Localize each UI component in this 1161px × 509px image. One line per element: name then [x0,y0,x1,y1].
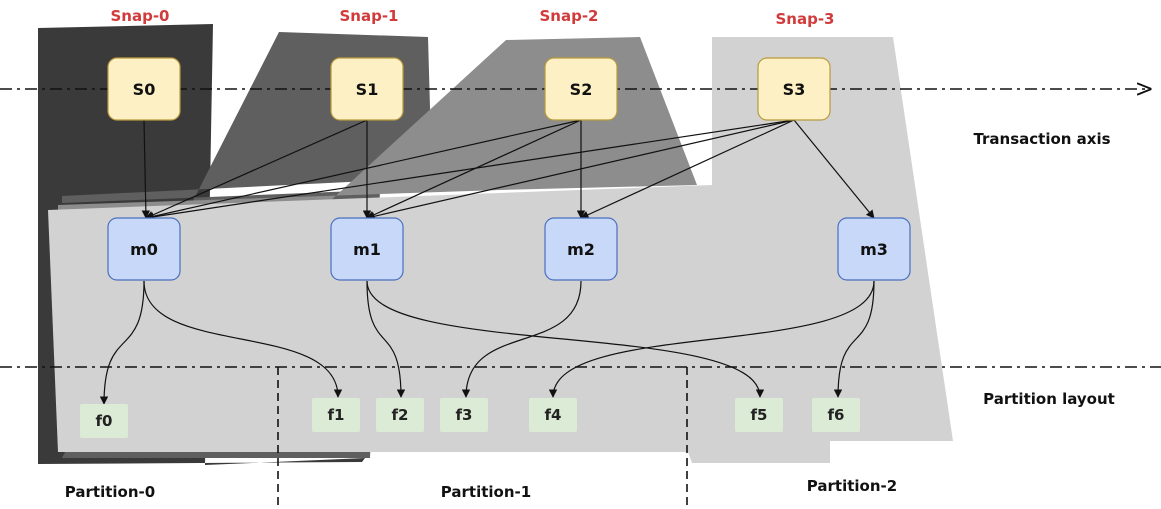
manifest-node-m2[interactable]: m2 [544,217,618,281]
edge-m3-f4 [548,280,875,398]
snapshot-node-label: S2 [570,80,593,99]
snapshot-manifest-edges [141,119,875,222]
edge-S0-m0 [141,119,151,219]
snapshot-node-label: S1 [356,80,379,99]
snapshot-node-label: S3 [783,80,806,99]
file-node-f4[interactable]: f4 [529,398,577,432]
snapshot-node-s1[interactable]: S1 [330,57,404,121]
manifest-node-m3[interactable]: m3 [837,217,911,281]
edge-S3-m1 [366,119,795,221]
manifest-node-label: m2 [567,240,595,259]
file-node-f3[interactable]: f3 [440,398,488,432]
edge-m2-f3 [461,280,582,398]
snap-title-2: Snap-2 [539,7,598,25]
transaction-axis-label: Transaction axis [973,130,1110,148]
edge-m3-f6 [833,280,875,398]
file-node-label: f6 [828,406,845,424]
file-node-f2[interactable]: f2 [376,398,424,432]
snap-title-3: Snap-3 [775,10,834,28]
edge-S1-m0 [145,119,368,219]
manifest-node-label: m3 [860,240,888,259]
manifest-node-label: m0 [130,240,158,259]
snap-title-1: Snap-1 [339,7,398,25]
file-node-f1[interactable]: f1 [312,398,360,432]
snap-title-0: Snap-0 [110,7,169,25]
partition-label-2: Partition-2 [807,477,897,495]
edge-S3-m2 [580,119,795,219]
file-node-label: f3 [456,406,473,424]
partition-label-0: Partition-0 [65,483,155,501]
snap-3-region [48,37,953,463]
file-node-label: f2 [392,406,409,424]
file-node-label: f5 [751,406,768,424]
snapshot-node-label: S0 [133,80,156,99]
file-node-f5[interactable]: f5 [735,398,783,432]
manifest-node-m1[interactable]: m1 [330,217,404,281]
partition-layout-label: Partition layout [983,390,1115,408]
file-node-f0[interactable]: f0 [80,404,128,438]
file-node-label: f4 [545,406,562,424]
snapshot-node-s2[interactable]: S2 [544,57,618,121]
edge-S3-m3 [793,119,875,219]
snapshot-node-s3[interactable]: S3 [757,57,831,121]
manifest-file-edges [99,280,875,405]
file-node-f6[interactable]: f6 [812,398,860,432]
edge-S3-m0 [145,119,795,222]
manifest-node-m0[interactable]: m0 [107,217,181,281]
partition-label-1: Partition-1 [441,483,531,501]
edge-m0-f0 [99,280,145,405]
snapshot-node-s0[interactable]: S0 [107,57,181,121]
edge-m1-f2 [366,280,406,398]
edge-m0-f1 [143,280,343,398]
file-node-label: f1 [328,406,345,424]
edge-S2-m0 [145,119,582,221]
edge-m1-f5 [366,280,765,398]
manifest-node-label: m1 [353,240,381,259]
file-node-label: f0 [96,412,113,430]
